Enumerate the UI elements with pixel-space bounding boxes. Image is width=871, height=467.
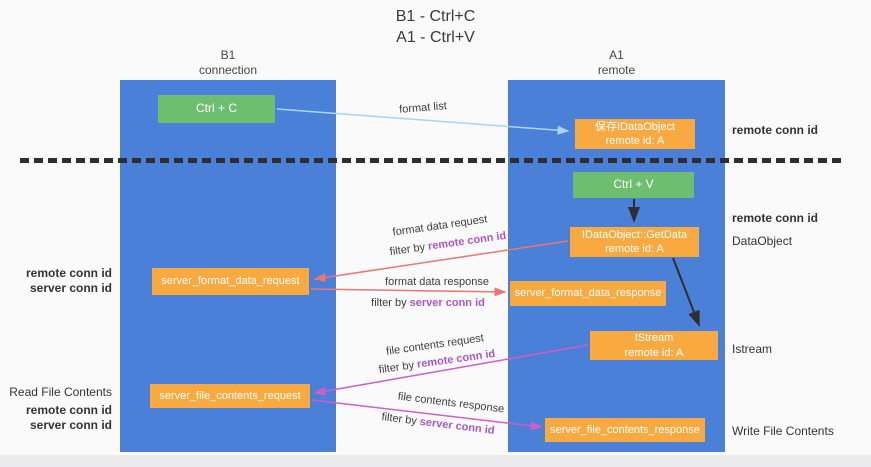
getdata-line2: remote id: A: [605, 243, 664, 255]
node-ctrl-v: Ctrl + V: [573, 172, 694, 198]
node-istream: IStream remote id: A: [590, 331, 718, 360]
istream-line2: remote id: A: [624, 346, 684, 359]
dataobject-label: DataObject: [732, 234, 793, 248]
save-idataobject-line2: remote id: A: [605, 135, 665, 147]
left-remote-conn-id-label-1: remote conn id: [25, 266, 112, 280]
filter-by-text: filter by: [371, 297, 407, 309]
file-contents-response-label: file contents response: [397, 390, 505, 416]
left-server-conn-id-label-2: server conn id: [29, 418, 112, 432]
left-server-conn-id-label-1: server conn id: [29, 281, 112, 295]
lane-b1-title: B1: [220, 48, 236, 62]
filter-by-server-conn-id-label-1: filter by server conn id: [371, 297, 485, 309]
filter-by-server-conn-id-label-2: filter by server conn id: [381, 411, 495, 437]
server-file-contents-response-label: server_file_contents_response: [550, 423, 700, 436]
lane-header-b1: B1 connection: [120, 48, 336, 78]
format-list-label: format list: [398, 100, 448, 116]
filter-by-text: filter by: [380, 411, 418, 428]
save-idataobject-line1: 保存IDataObject: [594, 120, 676, 133]
session-separator-dashed-line: [20, 158, 846, 163]
diagram-title-line1: B1 - Ctrl+C: [395, 8, 476, 25]
node-ctrl-c: Ctrl + C: [158, 95, 275, 123]
node-save-idataobject: 保存IDataObject remote id: A: [575, 119, 695, 149]
node-server-format-data-request: server_format_data_request: [152, 268, 309, 295]
node-server-file-contents-request: server_file_contents_request: [150, 384, 310, 408]
right-remote-conn-id-label-2: remote conn id: [732, 211, 819, 225]
format-data-response-arrow: [310, 287, 507, 297]
ctrl-c-label: Ctrl + C: [195, 101, 237, 116]
write-file-contents-label: Write File Contents: [732, 424, 834, 438]
right-remote-conn-id-label-1: remote conn id: [732, 123, 819, 137]
node-server-file-contents-response: server_file_contents_response: [545, 418, 705, 442]
filter-by-text: filter by: [378, 359, 415, 377]
left-remote-conn-id-label-2: remote conn id: [25, 403, 112, 417]
server-format-data-response-label: server_format_data_response: [514, 287, 662, 300]
getdata-line1: IDataObject::GetData: [581, 228, 688, 241]
remote-conn-id-text: remote conn id: [427, 229, 507, 253]
ctrl-v-label: Ctrl + V: [613, 177, 654, 192]
server-conn-id-text: server conn id: [419, 415, 496, 437]
lane-header-a1: A1 remote: [508, 48, 725, 78]
server-conn-id-text: server conn id: [409, 297, 485, 309]
lane-a1-title: A1: [609, 48, 624, 62]
istream-line1: IStream: [634, 332, 674, 345]
node-server-format-data-response: server_format_data_response: [510, 281, 666, 306]
node-idataobject-getdata: IDataObject::GetData remote id: A: [570, 227, 699, 257]
server-file-contents-request-label: server_file_contents_request: [159, 389, 301, 402]
lane-a1-subtitle: remote: [597, 63, 636, 77]
lane-b1-subtitle: connection: [198, 63, 258, 77]
istream-side-label: Istream: [732, 342, 773, 356]
read-file-contents-label: Read File Contents: [9, 385, 112, 399]
diagram-title: B1 - Ctrl+C A1 - Ctrl+V: [0, 7, 871, 49]
filter-by-text: filter by: [389, 241, 426, 259]
diagram-title-line2: A1 - Ctrl+V: [396, 28, 475, 46]
format-data-response-label: format data response: [385, 276, 489, 288]
server-format-data-request-label: server_format_data_request: [161, 275, 300, 288]
bottom-strip: [0, 455, 871, 467]
